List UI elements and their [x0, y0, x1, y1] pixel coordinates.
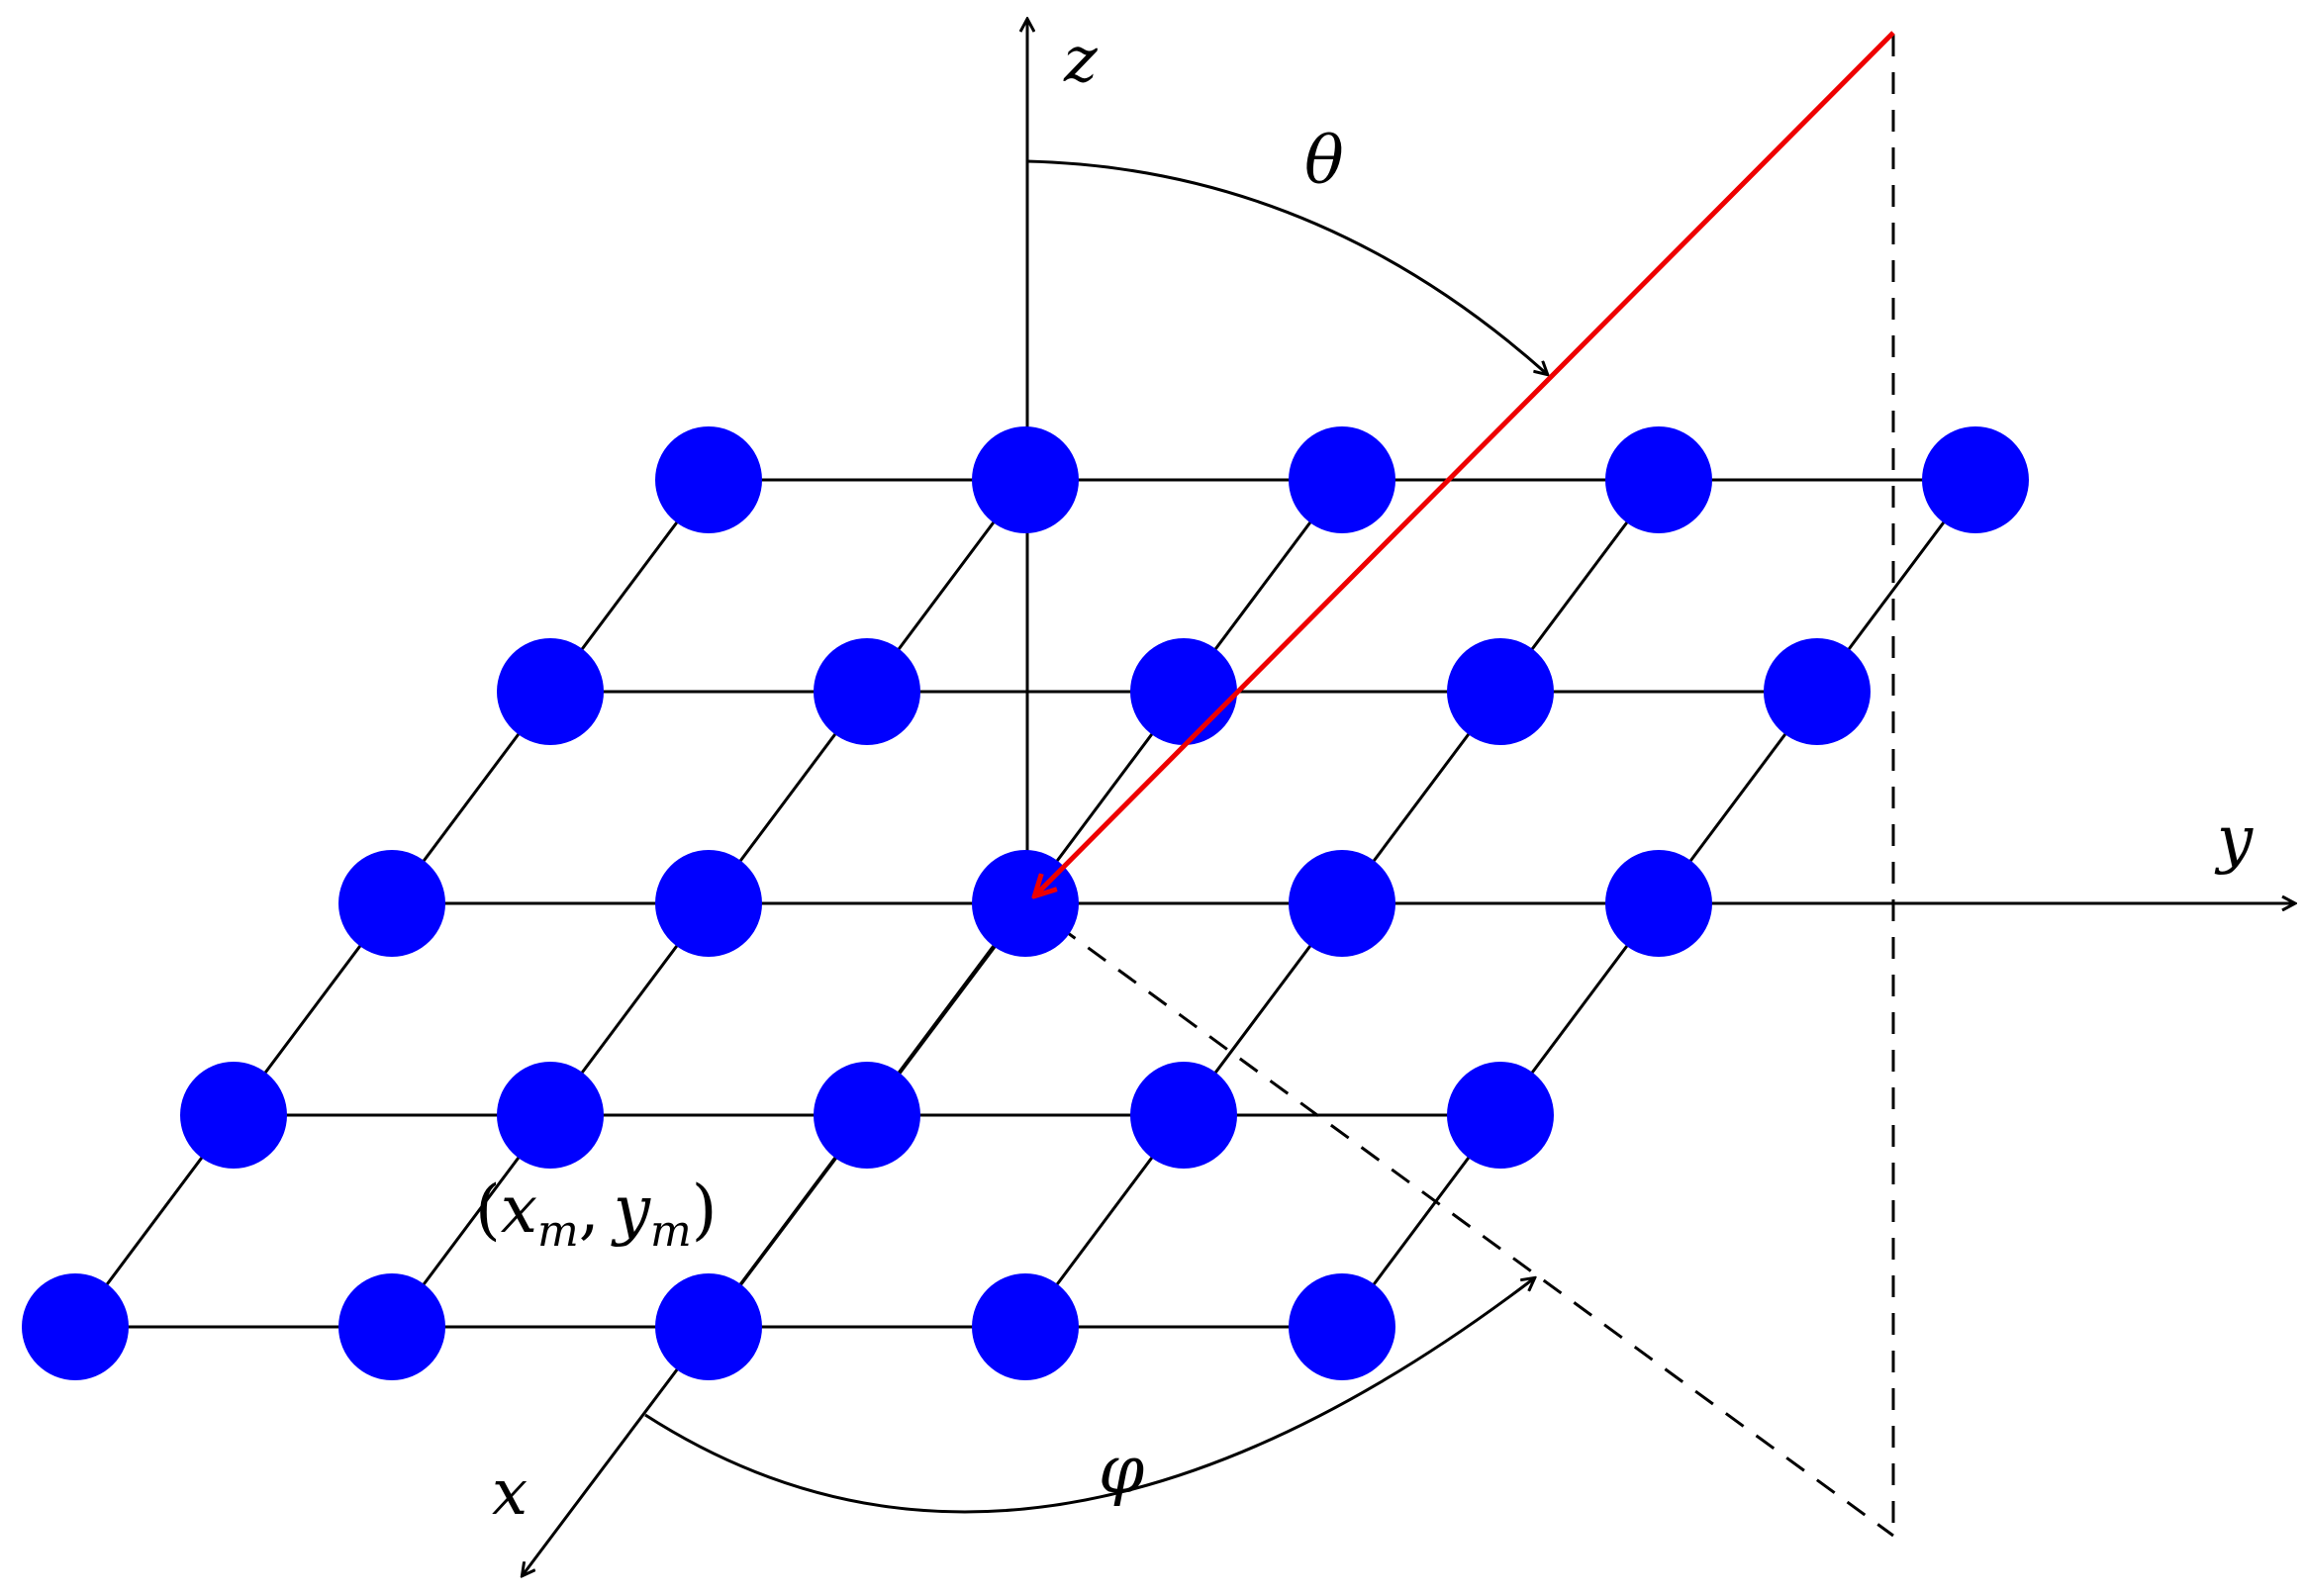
array-element-node: [655, 850, 762, 957]
y-axis-label: y: [2214, 803, 2254, 877]
array-element-node: [1130, 1062, 1237, 1169]
array-element-node: [22, 1273, 129, 1380]
array-elements: [22, 426, 2029, 1380]
azimuth-projection-line: [1026, 901, 1894, 1538]
phi-arc: [644, 1278, 1534, 1514]
array-element-node: [497, 638, 604, 745]
array-element-node: [972, 1273, 1079, 1380]
array-element-node: [1447, 1062, 1554, 1169]
array-element-node: [1922, 426, 2029, 533]
array-element-node: [1764, 638, 1871, 745]
z-axis-label: z: [1063, 24, 1099, 97]
coord-open-paren: (: [475, 1172, 501, 1248]
array-element-node: [814, 638, 920, 745]
array-element-node: [1605, 426, 1712, 533]
array-element-node: [180, 1062, 287, 1169]
array-element-node: [655, 426, 762, 533]
array-element-node: [655, 1273, 762, 1380]
array-element-node: [972, 426, 1079, 533]
array-element-node: [1289, 426, 1395, 533]
coord-y-subscript: m: [650, 1206, 692, 1257]
array-element-node: [814, 1062, 920, 1169]
phi-label: φ: [1099, 1432, 1144, 1508]
array-element-node: [338, 850, 445, 957]
array-element-node: [1130, 638, 1237, 745]
coord-y: y: [611, 1172, 651, 1248]
array-element-node: [338, 1273, 445, 1380]
array-element-node: [1289, 1273, 1395, 1380]
coord-close-paren: ): [692, 1172, 718, 1248]
array-element-node: [497, 1062, 604, 1169]
x-axis-label: x: [492, 1456, 528, 1530]
x-axis: [523, 902, 1029, 1575]
array-element-node: [1447, 638, 1554, 745]
coord-x: x: [501, 1172, 537, 1248]
element-coordinate-label: (xm,ym): [475, 1172, 717, 1257]
theta-label: θ: [1304, 123, 1344, 199]
array-element-node: [1605, 850, 1712, 957]
incident-wave-arrow: [1035, 31, 1895, 895]
theta-arc: [1026, 159, 1547, 374]
coord-x-subscript: m: [537, 1206, 579, 1257]
coord-comma: ,: [579, 1172, 600, 1248]
array-element-node: [1289, 850, 1395, 957]
